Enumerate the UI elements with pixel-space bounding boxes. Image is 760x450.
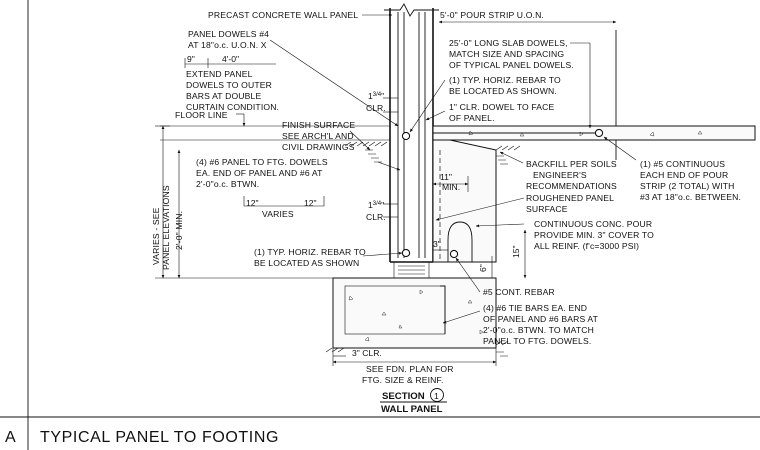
note-2ft-min: 2'-0" MIN. — [174, 211, 184, 250]
precast-wall-panel — [384, 3, 439, 279]
note-continuous-5: (1) #5 CONTINUOUS EACH END OF POUR STRIP… — [640, 159, 741, 202]
note-extend-dowels: EXTEND PANEL DOWELS TO OUTER BARS AT DOU… — [186, 69, 279, 112]
dim-3: 3" — [433, 239, 441, 249]
dim-12-left: 12" — [246, 198, 259, 208]
section-subtitle: WALL PANEL — [381, 404, 443, 415]
detail-title: TYPICAL PANEL TO FOOTING — [40, 429, 279, 446]
note-cont-rebar: #5 CONT. REBAR — [483, 287, 555, 297]
dim-clr-top: 13/4" — [368, 91, 384, 101]
dim-clr-mid: 13/4" — [368, 200, 384, 210]
dim-15: 15" — [511, 245, 521, 258]
footing-aggregate — [348, 289, 484, 342]
section-bubble — [430, 388, 444, 402]
cont-rebar — [449, 249, 459, 259]
note-varies-panel-2: PANEL ELEVATIONS — [161, 185, 171, 270]
note-finish-surface: FINISH SURFACE SEE ARCH'L AND CIVIL DRAW… — [282, 120, 358, 152]
section-title: SECTION 1 WALL PANEL — [381, 388, 444, 415]
floor-slab — [160, 30, 756, 160]
note-precast-panel: PRECAST CONCRETE WALL PANEL — [208, 10, 358, 20]
dim-3-clr: 3" CLR. — [352, 348, 382, 358]
dim-4ft: 4'-0" — [222, 54, 239, 64]
note-horiz-rebar-top: (1) TYP. HORIZ. REBAR TO BE LOCATED AS S… — [449, 75, 563, 96]
dim-9: 9" — [187, 54, 195, 64]
title-bar: A TYPICAL PANEL TO FOOTING — [5, 429, 279, 446]
dim-6: 6" — [478, 264, 488, 272]
section-number: 1 — [434, 391, 439, 401]
note-slab-dowels: 25'-0" LONG SLAB DOWELS, MATCH SIZE AND … — [449, 38, 574, 70]
note-fdn-plan: SEE FDN. PLAN FOR FTG. SIZE & REINF. — [362, 364, 456, 385]
continuous-pour — [432, 139, 497, 263]
note-continuous-pour: CONTINUOUS CONC. POUR PROVIDE MIN. 3" CO… — [534, 219, 657, 251]
notes: PRECAST CONCRETE WALL PANEL 5'-0" POUR S… — [151, 10, 741, 385]
leader-lines — [236, 13, 637, 324]
horiz-rebar-top — [401, 131, 411, 141]
dimension-lines — [155, 20, 617, 403]
note-floor-line: FLOOR LINE — [175, 110, 228, 120]
note-backfill: BACKFILL PER SOILS ENGINEER'S RECOMMENDA… — [526, 159, 619, 191]
dim-min: MIN. — [442, 182, 460, 192]
dim-pour-strip: 5'-0" POUR STRIP U.O.N. — [440, 10, 544, 20]
dim-12-right: 12" — [304, 198, 317, 208]
footing — [332, 277, 497, 349]
note-horiz-rebar-bottom: (1) TYP. HORIZ. REBAR TO BE LOCATED AS S… — [254, 247, 368, 268]
note-tie-bars: (4) #6 TIE BARS EA. END OF PANEL AND #6 … — [483, 303, 600, 346]
dim-clr-top-label: CLR. — [366, 103, 386, 113]
dim-11: 11" — [440, 172, 452, 182]
note-panel-dowels: PANEL DOWELS #4 AT 18"o.c. U.O.N. X — [188, 29, 272, 50]
dim-clr-mid-label: CLR. — [366, 212, 386, 222]
detail-marker: A — [5, 429, 16, 446]
slab-aggregate — [468, 130, 703, 137]
note-varies: VARIES — [262, 209, 294, 219]
horiz-rebar-bottom — [401, 248, 411, 258]
section-label: SECTION — [382, 391, 425, 402]
note-clr-dowel: 1" CLR. DOWEL TO FACE OF PANEL. — [449, 102, 557, 123]
pour-strip-bar — [594, 128, 604, 138]
note-varies-panel-1: VARIES - SEE — [151, 207, 161, 265]
note-roughened: ROUGHENED PANEL SURFACE — [526, 193, 616, 214]
note-panel-to-ftg-dowels: (4) #6 PANEL TO FTG. DOWELS EA. END OF P… — [196, 157, 330, 189]
